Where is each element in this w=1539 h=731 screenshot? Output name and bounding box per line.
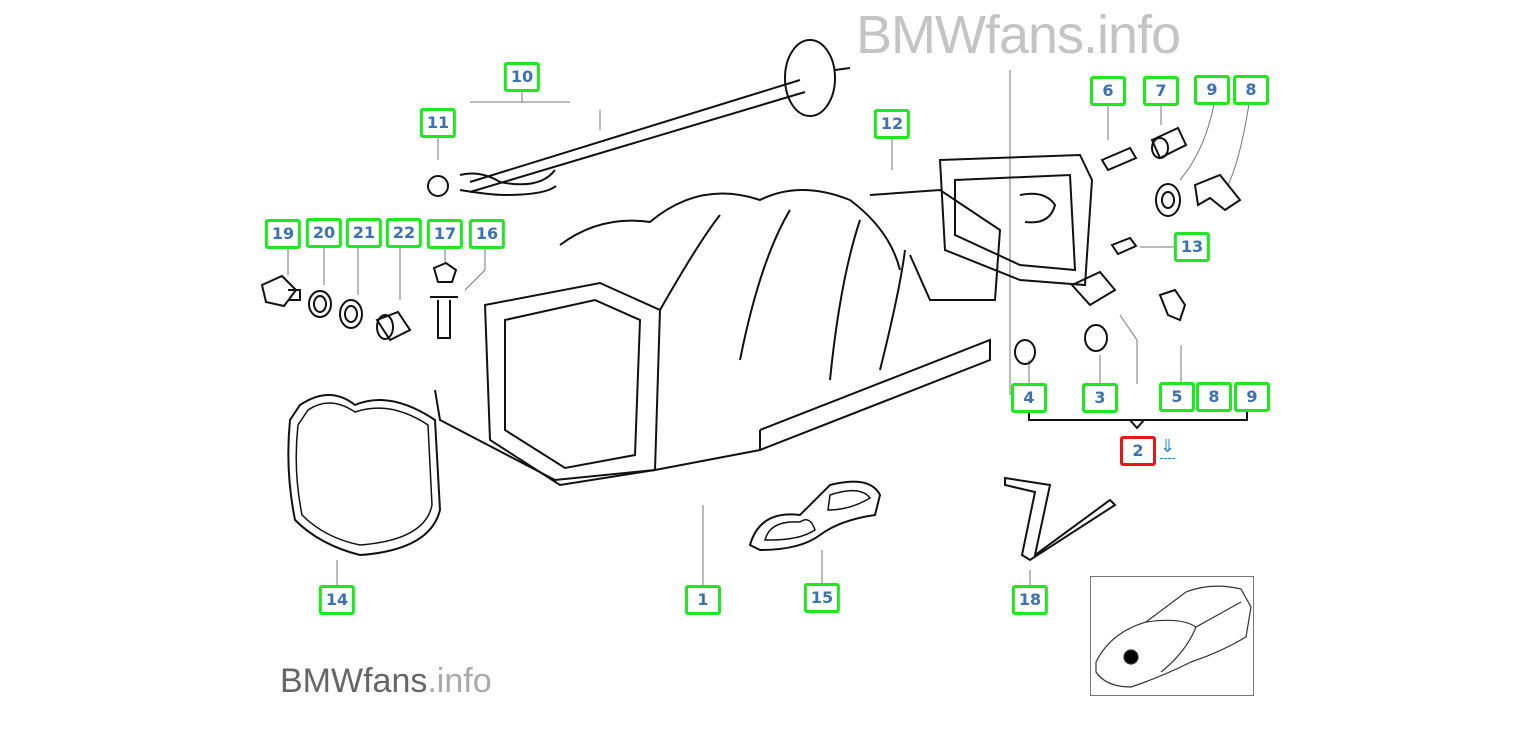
part-label-9-kit[interactable]: 9	[1234, 382, 1270, 412]
part-label-22[interactable]: 22	[385, 218, 423, 248]
part-label-8[interactable]: 8	[1233, 75, 1269, 105]
gasket-15	[748, 480, 882, 552]
part-label-8-kit[interactable]: 8	[1196, 382, 1232, 412]
part-label-6[interactable]: 6	[1090, 76, 1126, 106]
part-label-14[interactable]: 14	[318, 585, 356, 615]
gasket-14	[287, 394, 442, 557]
part-label-9[interactable]: 9	[1194, 75, 1230, 105]
part-label-18[interactable]: 18	[1011, 585, 1049, 615]
bracket-18	[1004, 476, 1117, 562]
small-parts	[260, 126, 1242, 365]
part-label-15[interactable]: 15	[803, 583, 841, 613]
part-label-11[interactable]: 11	[419, 108, 457, 138]
part-label-1[interactable]: 1	[685, 585, 721, 615]
part-label-13[interactable]: 13	[1173, 232, 1211, 262]
part-label-4[interactable]: 4	[1011, 383, 1047, 413]
watermark-logo-bottom: BMWfans.info	[280, 662, 492, 701]
part-label-12[interactable]: 12	[873, 109, 911, 139]
down-arrow-icon[interactable]: ⇓	[1160, 436, 1176, 459]
part-label-17[interactable]: 17	[426, 219, 464, 249]
part-label-20[interactable]: 20	[305, 218, 343, 248]
part-label-19[interactable]: 19	[264, 219, 302, 249]
part-label-3[interactable]: 3	[1082, 383, 1118, 413]
watermark-brand: BMWfans	[280, 662, 428, 700]
part-label-21[interactable]: 21	[345, 218, 383, 248]
watermark-logo-top: BMWfans.info	[856, 5, 1181, 65]
car-location-thumbnail	[1090, 576, 1254, 696]
disc	[784, 39, 836, 117]
part-label-16[interactable]: 16	[468, 219, 506, 249]
car-icon	[1095, 585, 1252, 688]
shaft	[469, 79, 806, 193]
manifold-body	[434, 153, 1094, 487]
watermark-suffix: .info	[427, 662, 492, 700]
leader-lines	[287, 70, 1252, 586]
part-label-5[interactable]: 5	[1159, 382, 1195, 412]
part-label-2-selected[interactable]: 2	[1120, 436, 1156, 466]
part-label-10[interactable]: 10	[503, 62, 541, 92]
part-label-7[interactable]: 7	[1143, 76, 1179, 106]
